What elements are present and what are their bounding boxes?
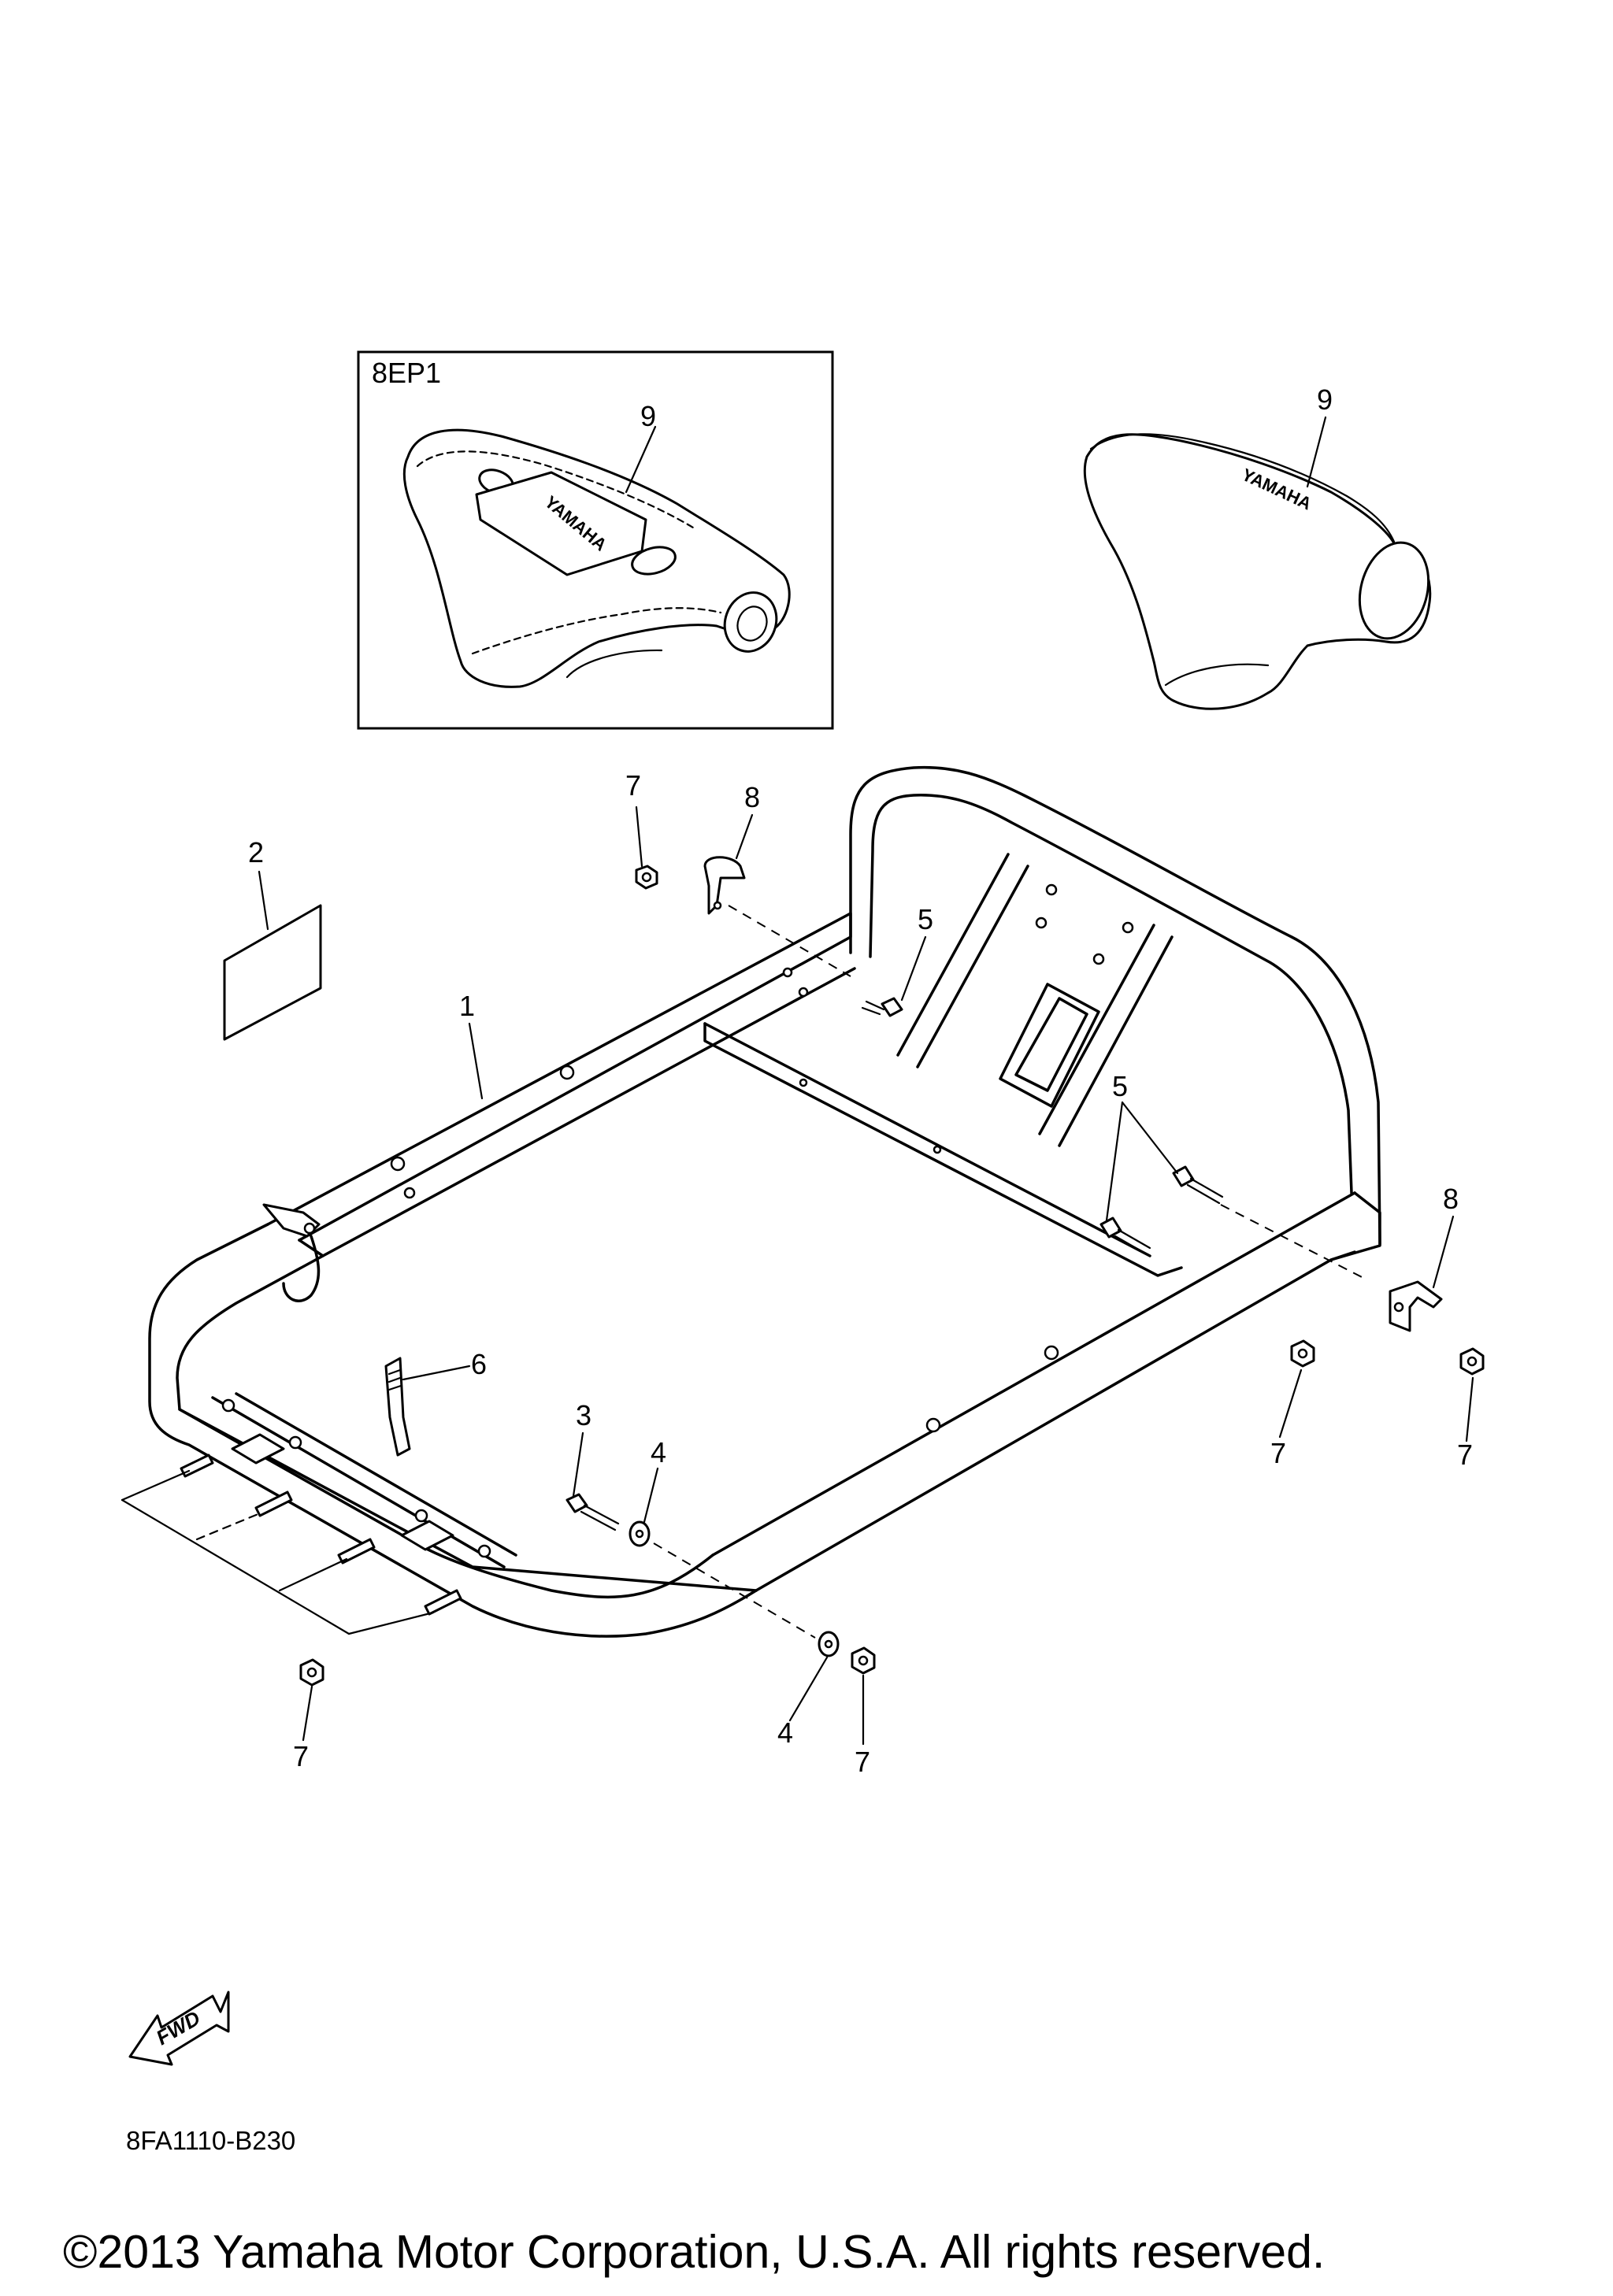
inset-8ep1: 8EP1 YAMAHA [357, 350, 834, 730]
callout-5-upper: 5 [918, 903, 933, 935]
callout-7-right-b: 7 [1457, 1439, 1473, 1471]
handle-cover-main: YAMAHA [1083, 433, 1432, 710]
strap-part-6 [384, 1357, 411, 1457]
callout-7-right-a: 7 [1270, 1437, 1286, 1469]
callout-7-lower: 7 [855, 1746, 870, 1778]
callout-labels: 9 9 7 8 2 5 1 5 8 6 3 4 7 7 7 4 7 [248, 383, 1473, 1778]
label-sheet-part [223, 904, 322, 1041]
inset-box-label: 8EP1 [372, 357, 441, 389]
handle-cover-inset: YAMAHA [402, 428, 791, 688]
diagram-code: 8FA1110-B230 [126, 2126, 295, 2155]
fwd-arrow: FWD [128, 1990, 230, 2066]
callout-8-right: 8 [1443, 1183, 1459, 1215]
callout-5-right: 5 [1112, 1070, 1128, 1102]
callout-9-main: 9 [1317, 383, 1333, 416]
fasteners [299, 856, 1485, 1687]
callout-4-lower: 4 [777, 1716, 793, 1749]
callout-9-inset: 9 [640, 400, 656, 432]
copyright-notice: ©2013 Yamaha Motor Corporation, U.S.A. A… [63, 2226, 1325, 2278]
callout-4-upper: 4 [651, 1436, 666, 1468]
leader-lines [258, 416, 1474, 1746]
callout-1: 1 [459, 990, 475, 1022]
frame-assembly [148, 765, 1381, 1638]
front-studs [121, 1454, 462, 1635]
callout-6: 6 [471, 1348, 487, 1380]
callout-3: 3 [576, 1399, 591, 1431]
callout-7-top: 7 [625, 769, 641, 802]
callout-2: 2 [248, 836, 264, 868]
callout-7-left: 7 [293, 1740, 309, 1772]
callout-8-top: 8 [744, 781, 760, 813]
inset-box-frame [357, 350, 834, 730]
